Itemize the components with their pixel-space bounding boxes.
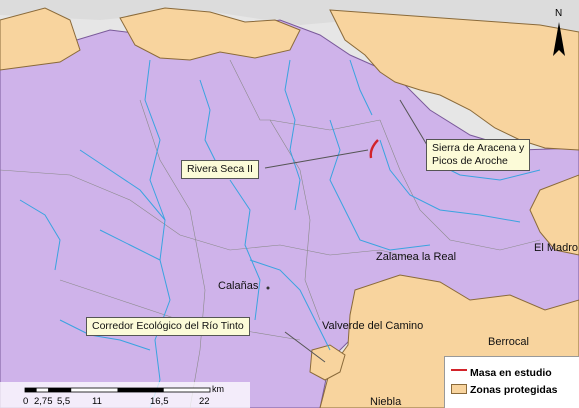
municipal-boundaries bbox=[0, 59, 541, 408]
scale-bar: km 0 2,75 5,5 11 16,5 22 bbox=[0, 382, 250, 408]
label-calanas: Calañas bbox=[218, 280, 259, 292]
label-berrocal: Berrocal bbox=[488, 336, 529, 348]
scale-tick-4: 16,5 bbox=[150, 396, 169, 407]
calanas-marker bbox=[266, 286, 270, 290]
study-water-body bbox=[369, 139, 379, 159]
legend-masa: Masa en estudio bbox=[451, 367, 552, 379]
rivera-leader-line bbox=[264, 149, 369, 169]
protected-zone-north-left bbox=[119, 7, 301, 61]
legend-zonas-label: Zonas protegidas bbox=[470, 384, 558, 396]
scale-tick-2: 5,5 bbox=[57, 396, 71, 407]
aracena-leader-line bbox=[399, 99, 431, 151]
scale-tick-0: 0 bbox=[23, 396, 29, 407]
corredor-leader-line bbox=[284, 331, 326, 363]
label-zalamea: Zalamea la Real bbox=[376, 251, 457, 263]
north-arrow-icon bbox=[548, 18, 570, 62]
callout-rivera-text: Rivera Seca II bbox=[187, 163, 253, 175]
callout-aracena-line1: Sierra de Aracena y bbox=[432, 142, 525, 154]
callout-corredor: Corredor Ecológico del Río Tinto bbox=[86, 317, 250, 336]
scale-unit: km bbox=[212, 384, 224, 394]
label-niebla: Niebla bbox=[370, 396, 402, 408]
protected-zone-east bbox=[529, 174, 579, 256]
legend-masa-label: Masa en estudio bbox=[470, 367, 552, 379]
river-network bbox=[19, 59, 541, 408]
scale-tick-5: 22 bbox=[199, 396, 210, 407]
scale-bar-graphic bbox=[24, 387, 211, 393]
protected-zone-aracena bbox=[329, 9, 579, 151]
scale-tick-3: 11 bbox=[92, 396, 102, 407]
callout-corredor-text: Corredor Ecológico del Río Tinto bbox=[92, 320, 244, 332]
callout-aracena: Sierra de Aracena y Picos de Aroche bbox=[426, 139, 531, 171]
north-label: N bbox=[555, 8, 563, 19]
label-el-madrono: El Madro bbox=[534, 242, 579, 254]
protected-zone-west bbox=[0, 7, 81, 71]
scale-tick-1: 2,75 bbox=[34, 396, 53, 407]
map-legend: Masa en estudio Zonas protegidas bbox=[444, 356, 579, 408]
legend-zonas: Zonas protegidas bbox=[451, 384, 558, 396]
callout-rivera-seca: Rivera Seca II bbox=[181, 160, 259, 179]
terrain-shading bbox=[0, 0, 579, 40]
label-valverde: Valverde del Camino bbox=[322, 320, 424, 332]
protected-zone-corredor bbox=[309, 344, 346, 381]
callout-aracena-line2: Picos de Aroche bbox=[432, 155, 508, 167]
